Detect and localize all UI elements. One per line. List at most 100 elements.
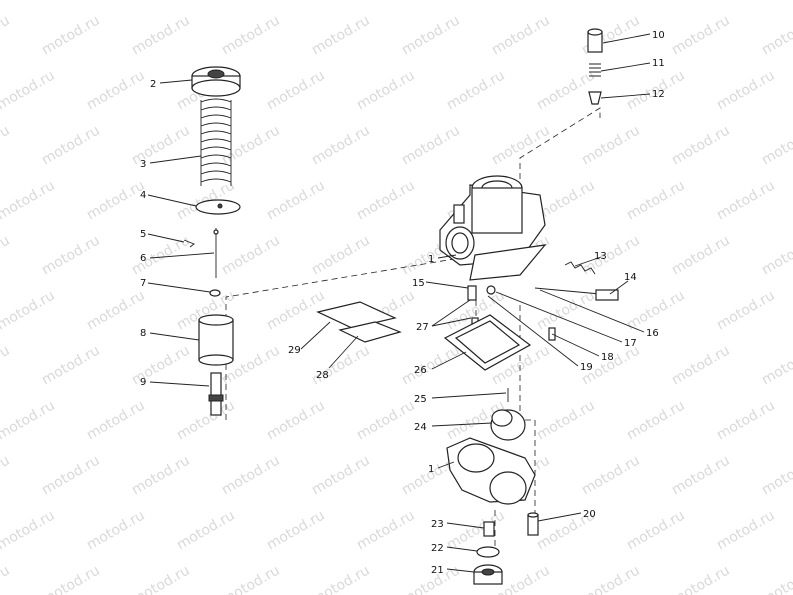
callout-29: 29 <box>288 345 301 356</box>
watermark-text: motod.ru <box>714 397 778 443</box>
watermark-text: motod.ru <box>219 12 283 58</box>
watermark-text: motod.ru <box>714 177 778 223</box>
callout-27: 27 <box>416 322 429 333</box>
watermark-text: motod.ru <box>264 0 328 3</box>
callout-16: 16 <box>646 328 659 339</box>
callout-6: 6 <box>140 253 146 264</box>
leader-lines <box>147 33 651 573</box>
watermark-text: motod.ru <box>399 122 463 168</box>
watermark-text: motod.ru <box>669 232 733 278</box>
watermark-text: motod.ru <box>534 0 598 3</box>
watermark-text: motod.ru <box>264 397 328 443</box>
part-plate <box>195 199 241 215</box>
callout-17: 17 <box>624 338 637 349</box>
watermark-text: motod.ru <box>444 67 508 113</box>
part-float <box>490 409 526 441</box>
watermark-text: motod.ru <box>759 122 793 168</box>
watermark-text: motod.ru <box>84 287 148 333</box>
watermark-text: motod.ru <box>309 342 373 388</box>
watermark-text: motod.ru <box>129 12 193 58</box>
callout-1-top: 1 <box>428 254 434 265</box>
part-screw-tip <box>588 91 602 105</box>
part-jet-needle-holder <box>208 372 224 416</box>
part-choke-plates <box>316 301 402 343</box>
watermark-text: motod.ru <box>669 122 733 168</box>
callout-14: 14 <box>624 272 637 283</box>
callout-10: 10 <box>652 30 665 41</box>
watermark-text: motod.ru <box>0 452 13 498</box>
watermark-text: motod.ru <box>759 452 793 498</box>
part-gasket <box>443 314 532 371</box>
watermark-text: motod.ru <box>0 0 58 3</box>
watermark-text: motod.ru <box>759 12 793 58</box>
part-clip <box>183 239 195 248</box>
part-drain-screw-20 <box>527 512 539 536</box>
callout-15: 15 <box>412 278 425 289</box>
watermark-text: motod.ru <box>669 452 733 498</box>
watermark-text: motod.ru <box>0 562 13 595</box>
part-small-spring <box>589 63 601 77</box>
watermark-text: motod.ru <box>0 67 58 113</box>
watermark-text: motod.ru <box>354 0 418 3</box>
watermark-text: motod.ru <box>0 342 13 388</box>
callout-11: 11 <box>652 58 665 69</box>
watermark-text: motod.ru <box>399 12 463 58</box>
watermark-text: motod.ru <box>354 397 418 443</box>
watermark-text: motod.ru <box>264 287 328 333</box>
watermark-text: motod.ru <box>534 397 598 443</box>
callout-8: 8 <box>140 328 146 339</box>
callout-1-bottom: 1 <box>428 464 434 475</box>
callout-3: 3 <box>140 159 146 170</box>
part-main-jet <box>483 521 495 537</box>
part-needle <box>213 228 219 278</box>
watermark-text: motod.ru <box>84 67 148 113</box>
part-adjust-screw <box>587 28 603 53</box>
watermark-text: motod.ru <box>39 232 103 278</box>
watermark-text: motod.ru <box>0 177 58 223</box>
watermark-text: motod.ru <box>714 507 778 553</box>
watermark-text: motod.ru <box>219 232 283 278</box>
part-throttle-stop-screw <box>534 287 619 301</box>
watermark-text: motod.ru <box>129 562 193 595</box>
watermark-text: motod.ru <box>0 397 58 443</box>
watermark-text: motod.ru <box>39 562 103 595</box>
watermark-text: motod.ru <box>264 507 328 553</box>
callout-19: 19 <box>580 362 593 373</box>
callout-21: 21 <box>431 565 444 576</box>
watermark-text: motod.ru <box>39 122 103 168</box>
callout-18: 18 <box>601 352 614 363</box>
callout-25: 25 <box>414 394 427 405</box>
watermark-text: motod.ru <box>489 122 553 168</box>
part-cap <box>191 66 241 97</box>
watermark-text: motod.ru <box>309 562 373 595</box>
part-pilot-screw-spring <box>564 261 596 275</box>
watermark-text: motod.ru <box>579 452 643 498</box>
watermark-text: motod.ru <box>759 232 793 278</box>
watermark-text: motod.ru <box>624 507 688 553</box>
part-float-bowl <box>446 437 536 505</box>
watermark-text: motod.ru <box>0 287 58 333</box>
watermark-text: motod.ru <box>669 12 733 58</box>
watermark-text: motod.ru <box>714 0 778 3</box>
watermark-text: motod.ru <box>354 67 418 113</box>
watermark-text: motod.ru <box>174 0 238 3</box>
watermark-text: motod.ru <box>759 342 793 388</box>
watermark-text: motod.ru <box>264 177 328 223</box>
watermark-text: motod.ru <box>309 12 373 58</box>
watermark-text: motod.ru <box>309 122 373 168</box>
watermark-text: motod.ru <box>624 287 688 333</box>
callout-20: 20 <box>583 509 596 520</box>
watermark-text: motod.ru <box>444 507 508 553</box>
part-slide <box>198 314 234 366</box>
watermark-text: motod.ru <box>0 232 13 278</box>
watermark-text: motod.ru <box>84 397 148 443</box>
watermark-text: motod.ru <box>759 562 793 595</box>
watermark-text: motod.ru <box>39 342 103 388</box>
watermark-text: motod.ru <box>0 12 13 58</box>
watermark-text: motod.ru <box>579 122 643 168</box>
watermark-text: motod.ru <box>624 397 688 443</box>
watermark-text: motod.ru <box>174 397 238 443</box>
watermark-text: motod.ru <box>264 67 328 113</box>
